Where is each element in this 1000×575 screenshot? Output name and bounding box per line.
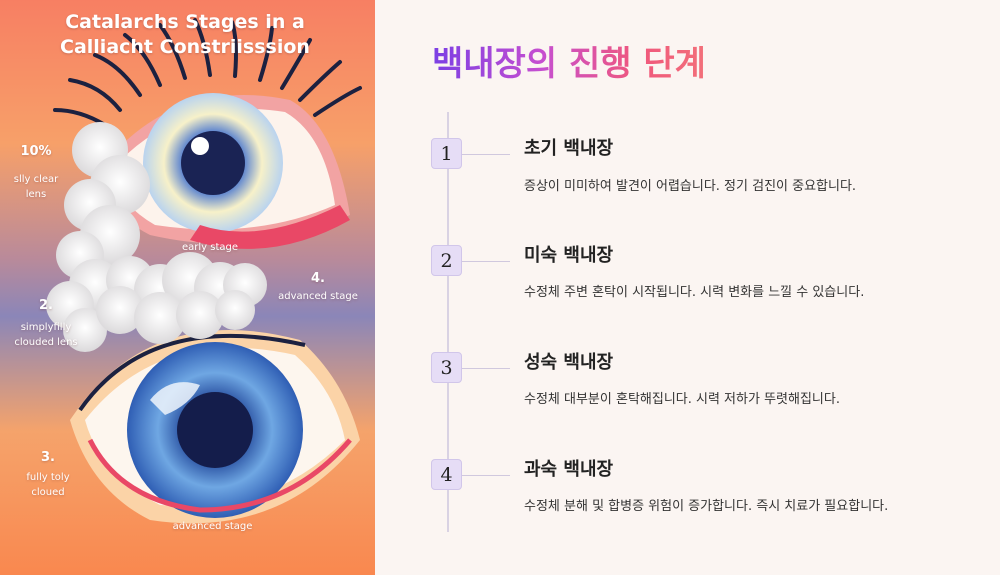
step-connector <box>462 261 510 262</box>
step-connector <box>462 154 510 155</box>
step-title: 성숙 백내장 <box>524 352 614 373</box>
illustration-title-line1: Catalarchs Stages in a <box>65 11 305 33</box>
step-description: 수정체 주변 혼탁이 시작됩니다. 시력 변화를 느낄 수 있습니다. <box>524 285 865 300</box>
step-title: 미숙 백내장 <box>524 245 614 266</box>
step-title: 과숙 백내장 <box>524 459 614 480</box>
illustration-title-line2: Calliacht Constriisssion <box>60 36 310 58</box>
illustration-artwork <box>0 0 375 575</box>
step-item-1: 1 초기 백내장 증상이 미미하여 발견이 어렵습니다. 정기 검진이 중요합니… <box>0 130 1000 220</box>
illustration-title: Catalarchs Stages in a Calliacht Constri… <box>40 10 330 60</box>
step-description: 수정체 분해 및 합병증 위험이 증가합니다. 즉시 치료가 필요합니다. <box>524 499 889 514</box>
label-stage-2-number: 2. <box>39 298 53 313</box>
label-stage-2-sub1: simplyfilly <box>20 322 72 333</box>
step-number-badge: 2 <box>431 245 462 276</box>
label-stage-3-sub2: cloued <box>31 487 65 498</box>
step-connector <box>462 475 510 476</box>
label-stage-4-number: 4. <box>311 271 325 286</box>
step-description: 증상이 미미하여 발견이 어렵습니다. 정기 검진이 중요합니다. <box>524 179 857 194</box>
early-stage-eye <box>53 18 362 249</box>
label-10-percent-sub1: slly clear <box>13 174 59 185</box>
step-number-badge: 4 <box>431 459 462 490</box>
step-number-badge: 1 <box>431 138 462 169</box>
page-title: 백내장의 진행 단계 <box>432 36 706 85</box>
step-number-badge: 3 <box>431 352 462 383</box>
step-title: 초기 백내장 <box>524 138 614 159</box>
label-stage-2: 2. simplyfilly clouded lens <box>6 298 86 350</box>
step-item-4: 4 과숙 백내장 수정체 분해 및 합병증 위험이 증가합니다. 즉시 치료가 … <box>0 451 1000 541</box>
label-early-stage: early stage <box>181 242 239 253</box>
cataract-illustration: Catalarchs Stages in a Calliacht Constri… <box>0 0 375 575</box>
label-stage-3-sub1: fully toly <box>26 472 70 483</box>
label-stage-3-number: 3. <box>41 450 55 465</box>
label-10-percent: 10% slly clear lens <box>10 144 62 202</box>
label-stage-4: 4. advanced stage <box>268 271 368 304</box>
step-item-2: 2 미숙 백내장 수정체 주변 혼탁이 시작됩니다. 시력 변화를 느낄 수 있… <box>0 237 1000 327</box>
label-stage-4-sub: advanced stage <box>278 291 358 302</box>
step-item-3: 3 성숙 백내장 수정체 대부분이 혼탁해집니다. 시력 저하가 뚜렷해집니다. <box>0 344 1000 434</box>
advanced-stage-eye <box>70 330 360 524</box>
label-advanced-stage: advanced stage <box>172 521 253 532</box>
label-stage-3: 3. fully toly cloued <box>10 450 86 500</box>
timeline-line <box>447 112 449 532</box>
label-stage-2-sub2: clouded lens <box>14 337 78 348</box>
label-10-percent-value: 10% <box>20 144 52 159</box>
step-connector <box>462 368 510 369</box>
cloud-overlay <box>46 122 267 352</box>
label-10-percent-sub2: lens <box>25 189 47 200</box>
step-description: 수정체 대부분이 혼탁해집니다. 시력 저하가 뚜렷해집니다. <box>524 392 840 407</box>
